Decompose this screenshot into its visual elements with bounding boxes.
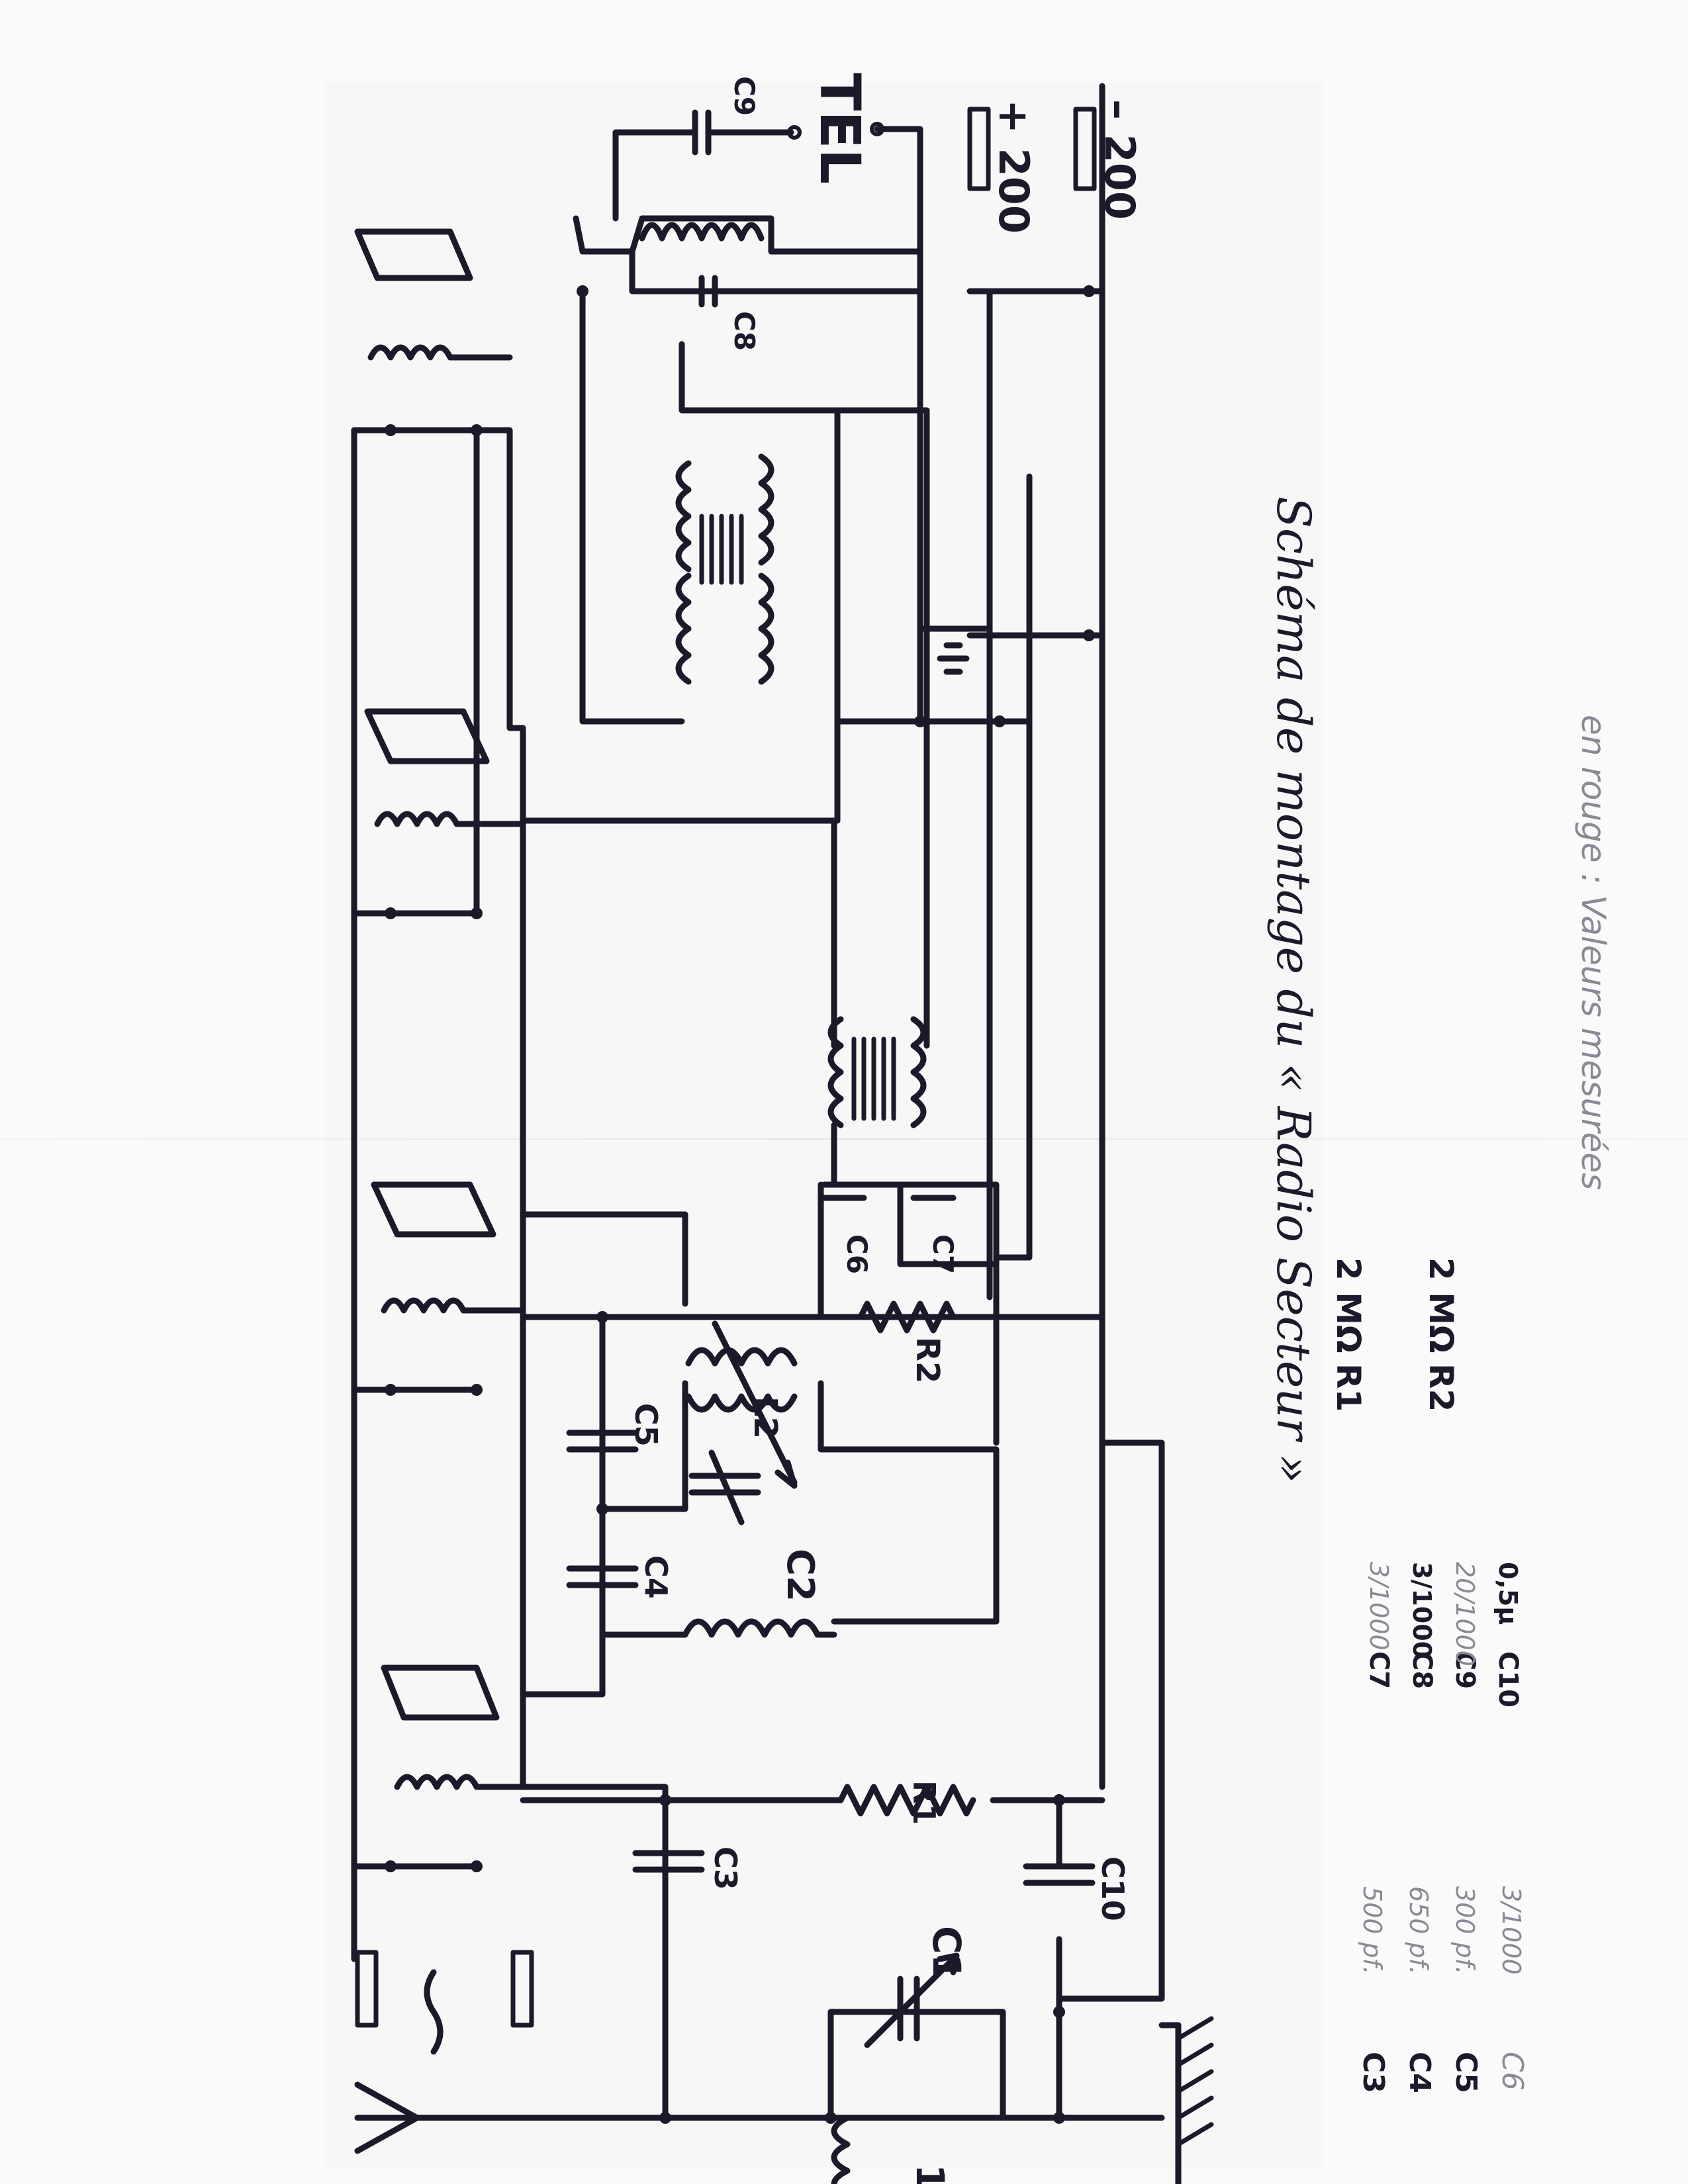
c8-value: 3/1000 [1407, 1562, 1436, 1659]
label-c7: C7 [927, 1234, 959, 1274]
tube-filament-coil-4 [394, 1774, 526, 1790]
capacitor-c6 [821, 1181, 867, 1201]
antenna-icon [354, 2081, 669, 2154]
tel-label: TEL [808, 73, 872, 184]
capacitor-c4 [566, 1565, 639, 1588]
component-labels: C9 C8 C6 C7 R2 L2 C5 C4 C2 R1 C3 C10 C1 … [628, 76, 1131, 2184]
inductor-l1 [831, 2115, 983, 2184]
label-c1: C1 [924, 1926, 969, 1981]
resistor-r1 [837, 1784, 976, 1817]
resistor-values: R1 2 MΩ R2 2 MΩ [1329, 1257, 1460, 1412]
r2-name: R2 [1422, 1363, 1460, 1412]
minus-200-terminal [1073, 107, 1097, 191]
transformer-2 [827, 1016, 927, 1128]
c5-value: 300 pf. [1450, 1886, 1479, 1975]
label-c6: C6 [841, 1234, 873, 1274]
c9-value: 20/1000 [1450, 1562, 1479, 1666]
tube-filament-coil-1 [367, 344, 513, 361]
label-c5: C5 [628, 1403, 664, 1447]
label-c2: C2 [778, 1549, 821, 1602]
output-coil [639, 222, 765, 242]
capacitor-c3 [632, 1850, 705, 1936]
capacitor-c5 [566, 1430, 639, 1453]
c4-value: 650 pf. [1404, 1886, 1433, 1975]
battery [937, 625, 970, 675]
plus-200-terminal [967, 107, 991, 191]
tube-anode-3 [371, 1181, 496, 1238]
capacitor-c10 [1023, 1863, 1096, 1886]
terminal-labels: TEL + 200 – 200 [808, 73, 1144, 234]
wiring [351, 83, 1165, 2121]
label-c10: C10 [1095, 1856, 1131, 1921]
c3-name: C3 [1356, 2052, 1390, 2093]
tube-anode-2 [364, 708, 490, 764]
tube-anode-1 [354, 228, 473, 281]
tube-anode-4 [381, 1664, 500, 1721]
filament-terminals [355, 1950, 534, 2055]
capacitor-c2 [688, 1449, 761, 1525]
c7-value: 3/1000 [1364, 1562, 1393, 1651]
label-r2: R2 [909, 1337, 946, 1383]
c4-name: C4 [1403, 2052, 1436, 2093]
capacitor-values-left: C3 500 pf. C4 650 pf. C5 300 pf. C6 3/10… [1356, 1886, 1529, 2093]
measured-values-note: en rouge : Valeurs mesurées [1574, 715, 1613, 1190]
capacitor-values-right: C7 3/1000 C8 3/1000 C9 20/1000 C10 0,5μ [1364, 1562, 1523, 1707]
tube-filament-coil-2 [374, 811, 526, 827]
label-l2: L2 [747, 1396, 784, 1439]
c10-name: C10 [1493, 1651, 1523, 1707]
c6-value: 3/1000 [1497, 1886, 1526, 1975]
c7-name: C7 [1364, 1651, 1394, 1689]
resistor-r2 [857, 1300, 957, 1334]
tube-filament-coil-3 [381, 1297, 526, 1314]
capacitor-c1 [864, 1952, 960, 2048]
inductor-lower [682, 1618, 837, 1638]
capacitor-c7 [910, 1181, 957, 1201]
junction-dots [385, 285, 1095, 2124]
c3-value: 500 pf. [1358, 1886, 1387, 1975]
c5-name: C5 [1449, 2052, 1483, 2093]
fold-crease [0, 1138, 1688, 1140]
ground-icon [1158, 2016, 1214, 2184]
c10-value: 0,5μ [1493, 1562, 1523, 1625]
r1-name: R1 [1329, 1363, 1368, 1412]
label-c8: C8 [728, 311, 761, 351]
label-c3: C3 [708, 1846, 743, 1890]
label-c9: C9 [728, 76, 761, 116]
transformer-1 [675, 453, 774, 685]
inductor-l2 [685, 1320, 798, 1489]
r1-value: 2 MΩ [1329, 1257, 1368, 1353]
tel-terminals [787, 122, 884, 140]
label-c4: C4 [638, 1555, 674, 1599]
r2-value: 2 MΩ [1422, 1257, 1460, 1353]
label-r1: R1 [906, 1780, 942, 1825]
capacitor-c9 [612, 109, 794, 222]
diagram-title: Schéma de montage du « Radio Secteur » [1266, 496, 1321, 1483]
plus-200-label: + 200 [990, 99, 1038, 234]
c9-name: C9 [1450, 1651, 1480, 1689]
minus-200-label: – 200 [1096, 99, 1144, 220]
c8-name: C8 [1407, 1651, 1437, 1689]
label-l1: 1 [908, 2164, 953, 2184]
c6-name: C6 [1495, 2052, 1529, 2091]
capacitor-c8 [698, 275, 718, 308]
